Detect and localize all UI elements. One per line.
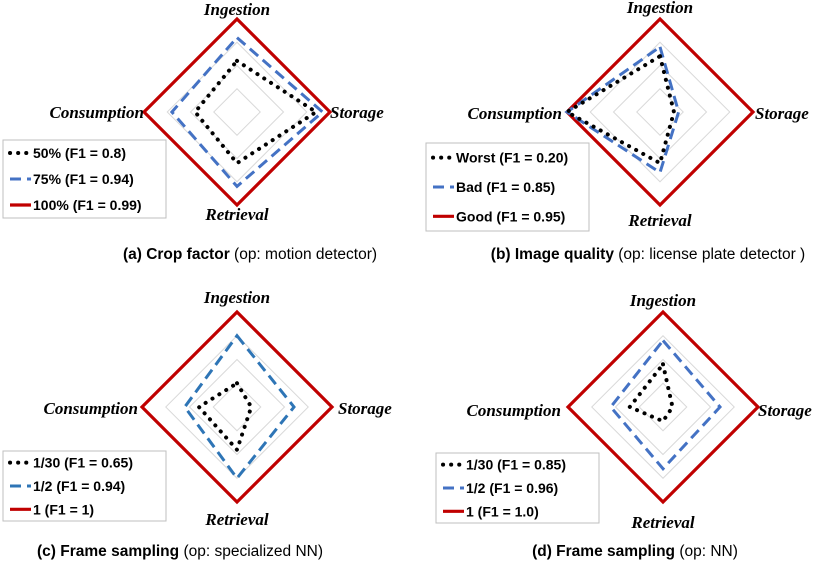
gridline	[591, 335, 735, 479]
legend-entry: 1/2 (F1 = 0.94)	[33, 478, 125, 494]
series-polygon-2	[182, 333, 296, 481]
panel-caption: (d) Frame sampling (op: NN)	[532, 543, 738, 560]
caption-detail: (op: license plate detector )	[618, 246, 805, 263]
axis-label-consumption: Consumption	[44, 399, 139, 418]
series-polygon-2	[564, 44, 681, 175]
caption-detail: (op: motion detector)	[234, 246, 377, 263]
axis-label-ingestion: Ingestion	[203, 0, 270, 19]
legend-entry: 1/30 (F1 = 0.65)	[33, 455, 133, 471]
series-polygon-1	[195, 380, 254, 454]
axis-label-retrieval: Retrieval	[204, 205, 269, 224]
gridline	[638, 382, 688, 432]
axis-label-storage: Storage	[330, 103, 384, 122]
gridline	[212, 382, 262, 432]
legend-entry: 50% (F1 = 0.8)	[33, 145, 126, 161]
axis-label-storage: Storage	[338, 399, 392, 418]
series-polygon-1	[562, 53, 677, 167]
series-polygon-2	[169, 35, 325, 189]
caption-label: (c) Frame sampling	[37, 543, 183, 560]
axis-label-storage: Storage	[758, 401, 812, 420]
axis-label-consumption: Consumption	[468, 104, 563, 123]
legend-entry: 1 (F1 = 1.0)	[466, 503, 539, 519]
legend-entry: Worst (F1 = 0.20)	[456, 150, 568, 166]
legend-entry: 75% (F1 = 0.94)	[33, 171, 134, 187]
gridline	[213, 88, 261, 136]
gridline	[165, 335, 309, 479]
gridline	[189, 64, 285, 160]
panel-caption: (c) Frame sampling (op: specialized NN)	[37, 543, 323, 560]
legend-entry: 1/2 (F1 = 0.96)	[466, 480, 558, 496]
caption-label: (d) Frame sampling	[532, 543, 679, 560]
series-polygon-2	[608, 338, 723, 472]
legend-entry: 100% (F1 = 0.99)	[33, 197, 142, 213]
gridline	[589, 41, 731, 183]
series-polygon-3	[564, 16, 756, 208]
axis-label-ingestion: Ingestion	[203, 288, 270, 307]
axis-label-consumption: Consumption	[467, 401, 562, 420]
axis-label-ingestion: Ingestion	[629, 291, 696, 310]
axis-label-storage: Storage	[755, 104, 809, 123]
series-polygon-1	[192, 58, 320, 166]
panel-caption: (b) Image quality (op: license plate det…	[491, 246, 805, 263]
caption-label: (b) Image quality	[491, 246, 618, 263]
series-polygon-3	[141, 16, 333, 208]
series-polygon-1	[626, 359, 675, 424]
gridline	[636, 88, 684, 136]
legend-entry: 1/30 (F1 = 0.85)	[466, 457, 566, 473]
gridline	[614, 358, 712, 456]
panel-caption: (a) Crop factor (op: motion detector)	[123, 246, 377, 263]
gridline	[188, 358, 286, 456]
axis-label-consumption: Consumption	[50, 103, 145, 122]
axis-label-retrieval: Retrieval	[627, 211, 692, 230]
series-polygon-3	[139, 309, 335, 505]
legend-entry: 1 (F1 = 1)	[33, 501, 94, 517]
caption-detail: (op: NN)	[679, 543, 738, 560]
series-polygon-3	[565, 309, 761, 505]
axis-label-ingestion: Ingestion	[626, 0, 693, 17]
legend-entry: Good (F1 = 0.95)	[456, 208, 565, 224]
gridline	[166, 41, 308, 183]
axis-label-retrieval: Retrieval	[204, 510, 269, 529]
axis-label-retrieval: Retrieval	[630, 513, 695, 532]
legend-entry: Bad (F1 = 0.85)	[456, 179, 555, 195]
gridline	[612, 64, 708, 160]
caption-label: (a) Crop factor	[123, 246, 234, 263]
caption-detail: (op: specialized NN)	[183, 543, 323, 560]
